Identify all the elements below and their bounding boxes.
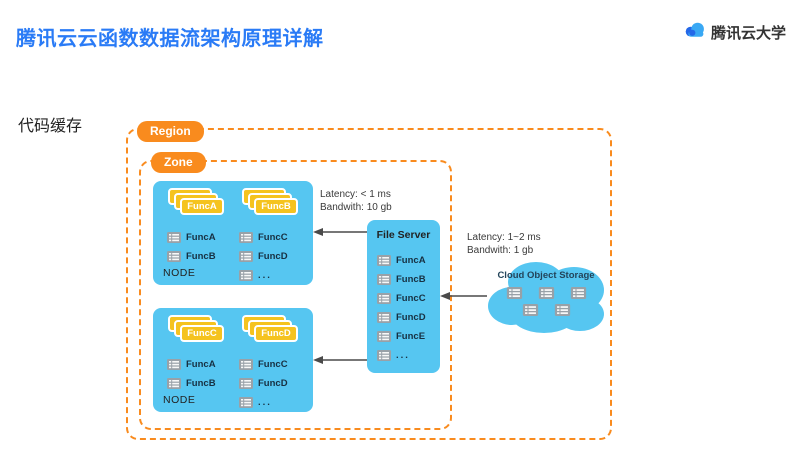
page-title: 腾讯云云函数数据流架构原理详解	[16, 28, 324, 50]
func-list-item: ...	[239, 395, 288, 410]
func-card-label: FuncA	[180, 198, 224, 215]
func-list-right: FuncC FuncD ...	[239, 357, 288, 410]
func-list-item: FuncD	[239, 376, 288, 391]
func-list-item: FuncA	[377, 253, 426, 268]
list-icon	[522, 304, 539, 316]
latency-label-region: Latency: 1~2 ms Bandwith: 1 gb	[467, 231, 541, 257]
list-icon	[570, 287, 587, 299]
node-box-2: FuncC FuncD FuncA FuncB FuncC	[153, 308, 313, 412]
list-icon	[167, 232, 181, 243]
file-server-box: File Server FuncA FuncB FuncC FuncD Func…	[367, 220, 440, 373]
tencent-cloud-university-logo: 腾讯云大学	[683, 21, 786, 44]
list-icon	[167, 359, 181, 370]
func-list-item: FuncA	[167, 230, 216, 245]
func-list-item: FuncC	[377, 291, 426, 306]
cloud-storage-title: Cloud Object Storage	[497, 270, 595, 281]
func-stack: FuncD	[242, 315, 298, 344]
list-icon	[377, 312, 391, 323]
list-icon	[239, 359, 253, 370]
ellipsis-label: ...	[258, 270, 272, 281]
list-icon	[239, 378, 253, 389]
cloud-storage-icons	[484, 287, 608, 299]
latency-line: Latency: 1~2 ms	[467, 232, 541, 243]
func-stacks: FuncA FuncB	[153, 188, 313, 217]
region-boundary	[126, 128, 612, 440]
func-card-label: FuncD	[254, 325, 298, 342]
func-label: FuncB	[186, 251, 216, 262]
func-list-item: FuncD	[239, 249, 288, 264]
func-label: FuncD	[258, 378, 288, 389]
func-label: FuncC	[258, 232, 288, 243]
list-icon	[506, 287, 523, 299]
list-icon	[167, 378, 181, 389]
func-stack: FuncC	[168, 315, 224, 344]
list-icon	[377, 293, 391, 304]
func-label: FuncB	[396, 274, 426, 285]
list-icon	[239, 397, 253, 408]
list-icon	[377, 274, 391, 285]
func-label: FuncA	[186, 359, 216, 370]
file-server-title: File Server	[376, 229, 431, 241]
region-badge: Region	[137, 121, 204, 142]
list-icon	[239, 232, 253, 243]
func-stack: FuncA	[168, 188, 224, 217]
list-icon	[167, 251, 181, 262]
latency-label-zone: Latency: < 1 ms Bandwith: 10 gb	[320, 188, 392, 214]
func-label: FuncD	[258, 251, 288, 262]
func-list-item: FuncE	[377, 329, 426, 344]
list-icon	[377, 331, 391, 342]
func-list-item: FuncC	[239, 230, 288, 245]
func-label: FuncD	[396, 312, 426, 323]
func-label: FuncE	[396, 331, 426, 342]
list-icon	[377, 255, 391, 266]
func-label: FuncA	[396, 255, 426, 266]
list-icon	[538, 287, 555, 299]
cloud-object-storage: Cloud Object Storage	[484, 256, 608, 338]
latency-line: Latency: < 1 ms	[320, 189, 391, 200]
func-list-item: ...	[377, 348, 426, 363]
func-list-item: FuncB	[167, 376, 216, 391]
func-label: FuncC	[258, 359, 288, 370]
func-stack: FuncB	[242, 188, 298, 217]
func-list-item: FuncB	[167, 249, 216, 264]
file-server-list: FuncA FuncB FuncC FuncD FuncE ...	[377, 253, 426, 363]
list-icon	[554, 304, 571, 316]
func-list-item: FuncD	[377, 310, 426, 325]
zone-boundary	[139, 160, 452, 430]
func-card-label: FuncC	[180, 325, 224, 342]
ellipsis-label: ...	[258, 397, 272, 408]
node-caption: NODE	[163, 394, 196, 406]
ellipsis-label: ...	[396, 350, 410, 361]
list-icon	[239, 251, 253, 262]
cloud-storage-icons	[484, 304, 608, 316]
code-cache-label: 代码缓存	[18, 118, 83, 135]
bandwidth-line: Bandwith: 10 gb	[320, 202, 392, 213]
func-list-item: FuncC	[239, 357, 288, 372]
func-list-left: FuncA FuncB	[167, 230, 216, 264]
func-stacks: FuncC FuncD	[153, 315, 313, 344]
node-caption: NODE	[163, 267, 196, 279]
node-box-1: FuncA FuncB FuncA FuncB FuncC	[153, 181, 313, 285]
func-list-item: ...	[239, 268, 288, 283]
func-list-left: FuncA FuncB	[167, 357, 216, 391]
func-card-label: FuncB	[254, 198, 298, 215]
func-list-right: FuncC FuncD ...	[239, 230, 288, 283]
list-icon	[377, 350, 391, 361]
zone-badge: Zone	[151, 152, 206, 173]
bandwidth-line: Bandwith: 1 gb	[467, 245, 534, 256]
func-label: FuncA	[186, 232, 216, 243]
func-list-item: FuncA	[167, 357, 216, 372]
func-label: FuncC	[396, 293, 426, 304]
list-icon	[239, 270, 253, 281]
func-list-item: FuncB	[377, 272, 426, 287]
func-label: FuncB	[186, 378, 216, 389]
logo-text: 腾讯云大学	[710, 25, 786, 42]
cloud-logo-icon	[683, 21, 707, 44]
